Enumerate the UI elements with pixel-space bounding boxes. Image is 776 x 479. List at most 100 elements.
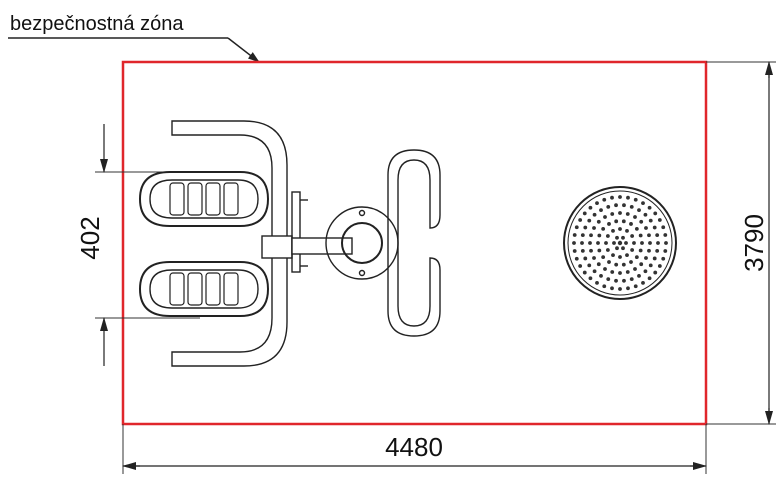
plate-dot [618,271,622,275]
plate-dot [580,233,585,238]
plate-dot [572,233,577,237]
plate-dot [595,280,599,285]
plate-dot [656,241,660,245]
plate-dot [572,241,576,245]
plate-dot [648,263,653,268]
plate-dot [641,201,645,206]
plate-dot [624,241,628,245]
plate-dot [634,226,639,231]
plate-dot [607,260,611,264]
plate-dot [578,264,583,268]
pole [341,222,383,264]
plate-dot [618,255,622,259]
plate-dot [633,284,638,289]
width-dimension: 4480 [122,424,707,474]
plate-dot [638,233,643,238]
exercise-machine-top-view [138,120,441,367]
plate-dot [614,219,619,224]
plate-dot [589,233,593,238]
plate-dot [661,256,666,261]
plate-dot [601,226,606,231]
plate-dot [652,256,657,261]
plate-dot [641,280,645,285]
plate-dot [614,278,618,283]
plate-dot [639,219,644,224]
plate-dot [605,234,610,238]
height-dimension-value: 3790 [739,214,769,272]
plate-dot [607,222,611,226]
plate-dot [587,218,592,223]
plate-dot [574,225,579,230]
plate-dot [582,211,587,216]
plate-dot [629,277,634,282]
width-dimension-value: 4480 [385,432,443,462]
plate-dot [632,241,636,245]
zone-label-leader [227,37,260,63]
plate-dot [653,211,658,216]
plate-dot [657,218,662,222]
plate-dot [630,234,635,238]
plate-dot [643,212,648,217]
plate-dot [663,233,668,237]
plate-dot [605,248,610,252]
plate-dot [610,286,614,291]
handle-loop [387,149,441,337]
plate-dot [625,228,629,233]
plate-dot [611,253,615,258]
zone-label-group: bezpečnostná zóna [8,13,260,63]
plate-dot [583,256,588,261]
plate-dot [639,262,644,267]
plate-dot [633,197,638,202]
plate-dot [592,226,596,230]
plate-dot [596,262,601,267]
height-dimension: 3790 [706,61,776,425]
plate-dot [655,249,660,253]
plate-dot [633,267,637,271]
plate-dot [625,270,630,274]
plate-dot [582,270,587,275]
zone-label: bezpečnostná zóna [10,13,184,35]
plate-dot [588,205,593,210]
plate-dot [574,256,579,261]
plate-dot [621,235,625,240]
plate-dot [640,241,644,245]
plate-dot [587,263,592,268]
plate-dot [622,278,626,283]
plate-dot [597,248,602,253]
plate-dot [630,248,635,252]
plate-dot [618,227,622,231]
plate-dot [625,212,630,216]
plate-center-dot [617,240,623,246]
plate-dot [629,204,634,209]
plate-dot [637,208,641,212]
safety-zone-rectangle [121,60,708,426]
plate-dot [626,286,630,291]
plate-dot [644,226,648,230]
plate-dot [610,212,615,216]
plate-dot [647,205,652,210]
plate-dot [615,235,619,240]
pedal-spacing-value: 402 [75,216,105,259]
plate-dot [618,211,622,215]
plate-dot [580,241,584,245]
plate-dot [603,215,607,219]
plate-dot [603,267,607,271]
plate-dot [602,284,607,289]
plate-dot [606,204,611,209]
plate-dot [647,233,651,238]
plate-dot [610,195,614,200]
plate-dot [580,249,585,253]
plate-dot [606,277,611,282]
plate-dot [629,222,633,226]
plate-dot [588,276,593,281]
plate-dot [583,225,588,230]
plate-dot [647,248,651,253]
plate-dot [629,260,633,264]
plate-dot [626,195,630,200]
pedal-spacing-dimension: 402 [75,124,200,366]
bottom-pedal [138,261,270,317]
plate-dot [589,248,593,253]
arm [291,237,353,255]
plate-dot [637,274,641,278]
